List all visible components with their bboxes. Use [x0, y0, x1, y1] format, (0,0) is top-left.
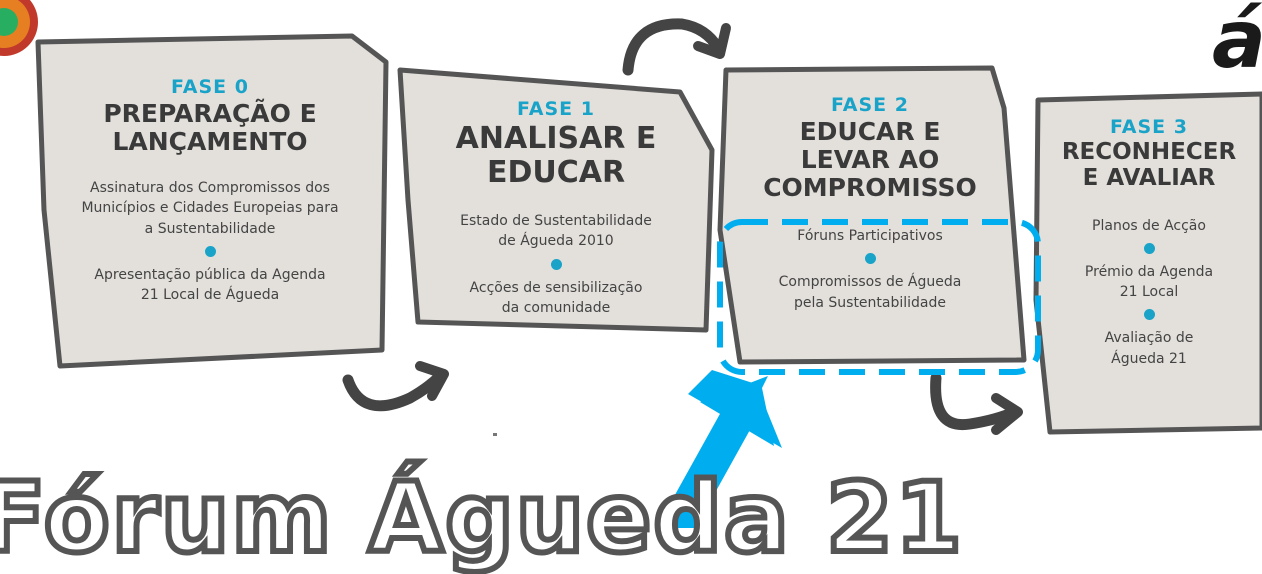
- phase-3-item-1: Planos de Acção: [1092, 217, 1206, 234]
- phase-0-card: [35, 33, 389, 369]
- bullet-dot-icon: [204, 245, 216, 257]
- process-diagram: [0, 0, 1262, 528]
- phase-0-item-1: Assinatura dos Compromissos dos Municípi…: [81, 180, 339, 237]
- phase-1-text: FASE 1 ANALISAR E EDUCAR Estado de Suste…: [410, 98, 702, 318]
- phase-3-item-3: Avaliação de Águeda 21: [1104, 330, 1194, 367]
- pointer-arrow-icon: [661, 370, 782, 528]
- bullet-dot-icon: [864, 253, 876, 265]
- bullet-dot-icon: [1143, 242, 1155, 254]
- phase-1-label: FASE 1: [516, 98, 595, 120]
- stray-mark: [493, 433, 497, 436]
- phase-3-title: RECONHECER E AVALIAR: [1061, 139, 1237, 191]
- phase-0-title: PREPARAÇÃO E LANÇAMENTO: [103, 99, 317, 156]
- phase-2-title: EDUCAR E LEVAR AO COMPROMISSO: [763, 117, 977, 202]
- phase-2-label: FASE 2: [830, 94, 909, 116]
- municipal-logo-icon: [0, 0, 38, 56]
- phase-2-text: FASE 2 EDUCAR E LEVAR AO COMPROMISSO Fór…: [724, 94, 1016, 313]
- arrow-phase1-to-phase2-icon: [622, 18, 731, 76]
- forum-title: Fórum Águeda 21: [0, 462, 965, 574]
- phase-2-item-1: Fóruns Participativos: [797, 228, 943, 244]
- phase-2-card: [717, 65, 1027, 365]
- phase-3-item-2: Prémio da Agenda 21 Local: [1084, 263, 1214, 301]
- phase-3-text: FASE 3 RECONHECER E AVALIAR Planos de Ac…: [1036, 116, 1262, 369]
- phase-0-text: FASE 0 PREPARAÇÃO E LANÇAMENTO Assinatur…: [30, 76, 390, 305]
- bullet-dot-icon: [550, 258, 562, 270]
- phase-3-label: FASE 3: [1109, 116, 1188, 138]
- brand-logo-text: á: [1212, 0, 1262, 86]
- arrow-phase0-to-phase1-icon: [342, 361, 449, 412]
- arrow-phase2-to-phase3-icon: [930, 372, 1023, 435]
- phase-2-item-2: Compromissos de Águeda pela Sustentabili…: [778, 274, 962, 311]
- phase-1-card: [397, 67, 715, 333]
- bullet-dot-icon: [1143, 309, 1155, 321]
- phase-1-item-2: Acções de sensibilização da comunidade: [469, 279, 643, 317]
- phase-1-item-1: Estado de Sustentabilidade de Águeda 201…: [460, 213, 652, 250]
- phase-0-label: FASE 0: [170, 76, 249, 98]
- phase-1-title: ANALISAR E EDUCAR: [455, 121, 657, 190]
- highlight-dashed-box: [717, 219, 1041, 375]
- phase-0-item-2: Apresentação pública da Agenda 21 Local …: [94, 266, 326, 304]
